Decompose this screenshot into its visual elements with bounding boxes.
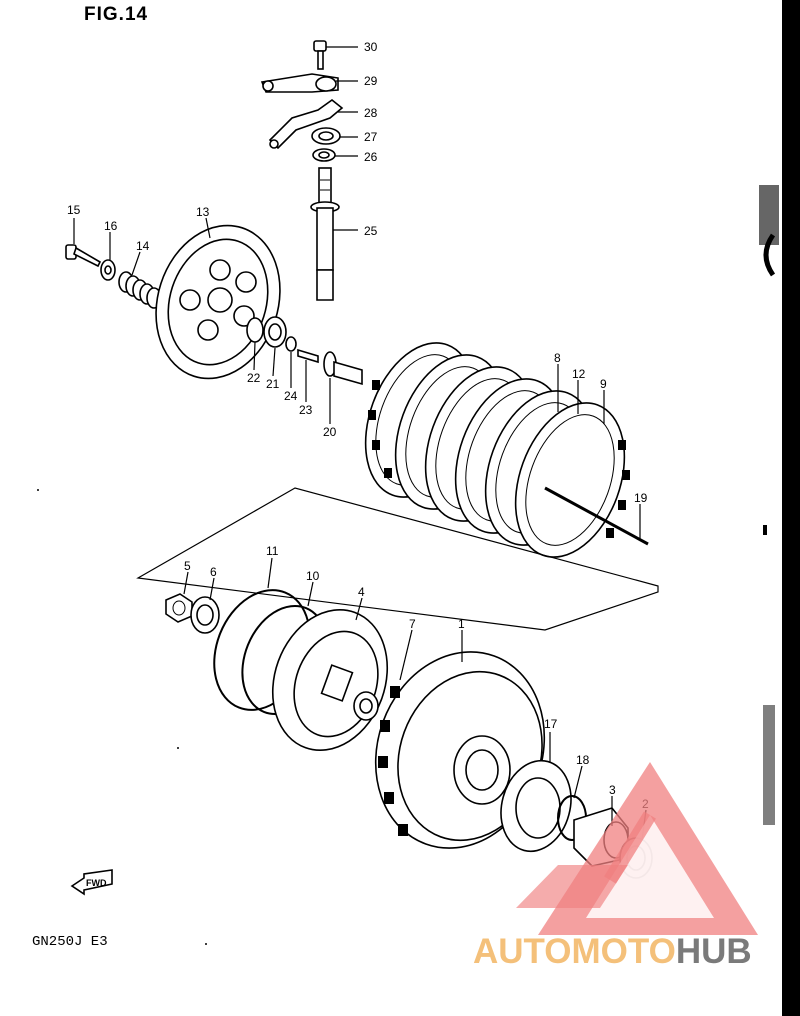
watermark-text: AUTOMOTOHUB: [473, 932, 752, 972]
callout-numbers: 30 29 28 27 26 25 15 16 14 13 22 21 24 2…: [67, 40, 649, 811]
callout-11: 11: [266, 544, 279, 558]
callout-29: 29: [364, 74, 378, 88]
leader-lines: [73, 46, 647, 841]
figure-title: FIG.14: [84, 4, 149, 25]
assembly-bracket: [136, 487, 659, 631]
clutch-plate-stack: [364, 342, 649, 558]
release-arm-assembly: [260, 40, 344, 301]
callout-13: 13: [196, 205, 210, 219]
callout-7: 7: [409, 617, 416, 631]
watermark-part1: AUTOMOTO: [473, 932, 676, 971]
scan-edge-marks: [759, 185, 779, 825]
model-code: GN250J E3: [32, 934, 108, 950]
callout-12: 12: [572, 367, 586, 381]
callout-30: 30: [364, 40, 378, 54]
fwd-label: FWD: [86, 878, 107, 888]
callout-8: 8: [554, 351, 561, 365]
callout-3: 3: [609, 783, 616, 797]
callout-1: 1: [458, 617, 465, 631]
callout-15: 15: [67, 203, 81, 217]
callout-16: 16: [104, 219, 118, 233]
callout-24: 24: [284, 389, 298, 403]
callout-23: 23: [299, 403, 313, 417]
callout-20: 20: [323, 425, 337, 439]
pressure-plate-assembly: [65, 224, 363, 386]
callout-22: 22: [247, 371, 261, 385]
watermark-part2: HUB: [675, 932, 752, 971]
callout-4: 4: [358, 585, 365, 599]
callout-27: 27: [364, 130, 378, 144]
scan-specks: [37, 489, 207, 945]
scan-edge-strip: [782, 0, 800, 1016]
callout-21: 21: [266, 377, 280, 391]
callout-14: 14: [136, 239, 150, 253]
callout-5: 5: [184, 559, 191, 573]
callout-26: 26: [364, 150, 378, 164]
callout-25: 25: [364, 224, 378, 238]
callout-6: 6: [210, 565, 217, 579]
callout-10: 10: [306, 569, 320, 583]
callout-18: 18: [576, 753, 590, 767]
callout-19: 19: [634, 491, 648, 505]
callout-17: 17: [544, 717, 558, 731]
callout-9: 9: [600, 377, 607, 391]
callout-28: 28: [364, 106, 378, 120]
forward-arrow-icon: FWD: [70, 869, 113, 896]
